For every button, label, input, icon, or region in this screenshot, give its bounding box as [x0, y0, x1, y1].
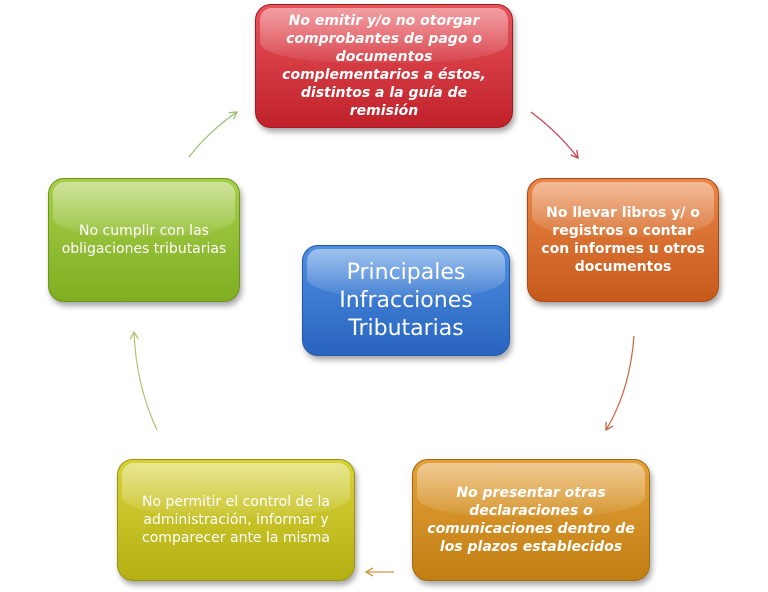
center-title-text: Principales Infracciones Tributarias	[339, 259, 472, 343]
center-line-3: Tributarias	[348, 315, 464, 341]
node-text: No presentar otras declaraciones o comun…	[427, 485, 635, 555]
node-presentar-declaraciones: No presentar otras declaraciones o comun…	[412, 459, 650, 581]
node-text: No cumplir con las obligaciones tributar…	[61, 223, 227, 257]
arrow-bottomleft-to-left	[129, 330, 158, 431]
arrow-right-to-bottomright	[605, 335, 635, 432]
node-cumplir-obligaciones: No cumplir con las obligaciones tributar…	[48, 178, 240, 302]
arrow-top-to-right	[530, 111, 579, 160]
node-text: No emitir y/o no otorgar comprobantes de…	[282, 13, 486, 119]
node-text: No llevar libros y/ o registros o contar…	[541, 205, 705, 275]
node-llevar-libros: No llevar libros y/ o registros o contar…	[527, 178, 719, 302]
node-permitir-control: No permitir el control de la administrac…	[117, 459, 355, 581]
center-node-title: Principales Infracciones Tributarias	[302, 245, 510, 356]
center-line-2: Infracciones	[339, 287, 473, 313]
node-text: No permitir el control de la administrac…	[142, 494, 330, 546]
center-line-1: Principales	[346, 259, 466, 285]
node-emitir-comprobantes: No emitir y/o no otorgar comprobantes de…	[255, 4, 513, 128]
arrow-left-to-top	[188, 111, 239, 158]
